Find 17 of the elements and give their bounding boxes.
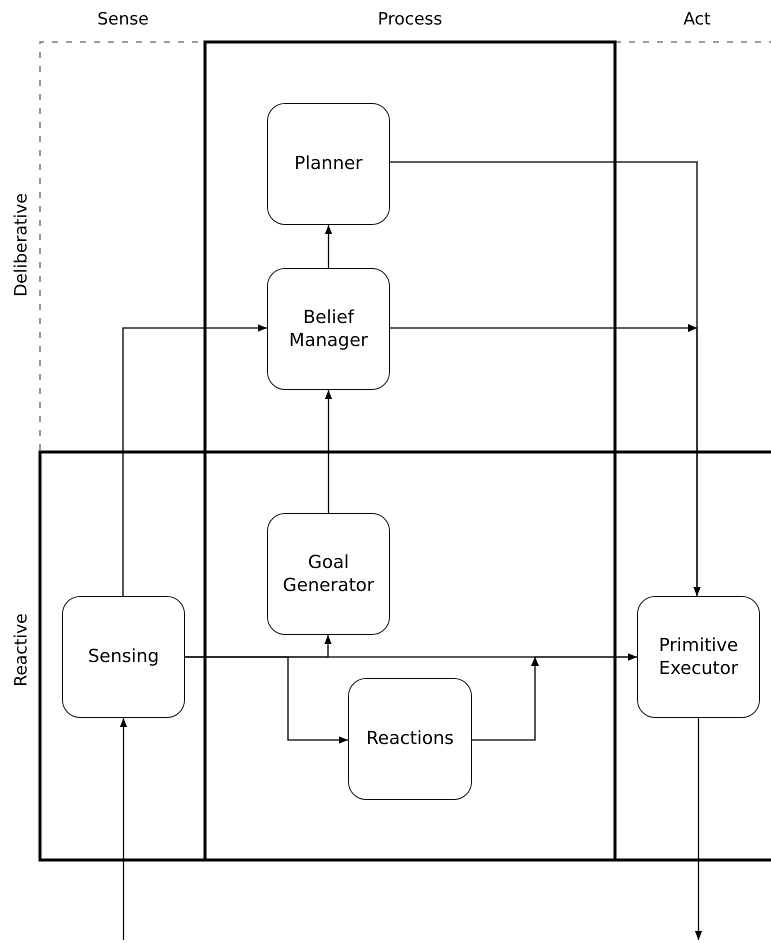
lane-title: Process xyxy=(378,8,442,32)
lane-title: Act xyxy=(683,8,711,32)
lane-title: Reactive xyxy=(10,613,32,687)
process-box xyxy=(62,596,185,718)
box-label: Goal Generator xyxy=(282,550,374,598)
box-label: Planner xyxy=(294,152,363,176)
lane-title: Deliberative xyxy=(10,193,32,297)
process-box xyxy=(348,678,472,800)
process-box xyxy=(637,596,760,718)
process-box xyxy=(267,513,390,635)
box-label: Primitive Executor xyxy=(658,634,740,680)
box-label: Belief Manager xyxy=(288,306,369,352)
box-label: Sensing xyxy=(88,645,160,669)
lane-title: Sense xyxy=(97,8,149,32)
box-label: Reactions xyxy=(366,727,454,751)
process-box xyxy=(267,103,390,225)
process-box xyxy=(267,268,390,390)
